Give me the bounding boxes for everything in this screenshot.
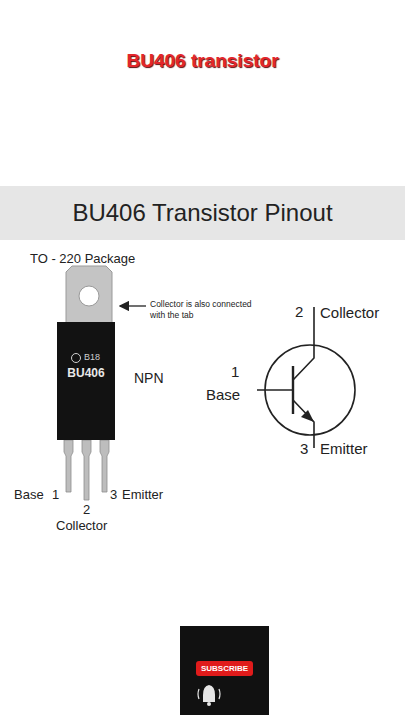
part-marking: BU406 (67, 367, 104, 381)
type-label: NPN (134, 370, 164, 386)
logo-square (180, 626, 269, 715)
pin-name: Collector (320, 304, 379, 321)
title-band: BU406 Transistor Pinout (0, 186, 405, 240)
bell-icon (203, 685, 215, 702)
pin-number: 1 (231, 363, 239, 380)
pin-name: Collector (56, 519, 107, 534)
marking-code: B18 (84, 352, 100, 362)
pin-number: 3 (110, 488, 117, 503)
bell-clapper (207, 702, 211, 706)
pin-number: 2 (295, 303, 303, 320)
pin-number: 2 (83, 503, 90, 518)
metal-tab (66, 266, 112, 324)
pin-name: Emitter (122, 488, 163, 503)
pin-name: Emitter (320, 440, 368, 457)
maker-logo (71, 353, 81, 363)
package-label: TO - 220 Package (30, 252, 135, 267)
band-heading: BU406 Transistor Pinout (72, 199, 332, 227)
pin-name: Base (206, 386, 240, 403)
subscribe-button: SUBSCRIBE (196, 661, 253, 676)
pin-number: 3 (300, 440, 308, 457)
mounting-hole (79, 286, 99, 306)
npn-symbol (257, 307, 355, 448)
emitter-arrow (301, 410, 314, 422)
pin-name: Base (14, 488, 44, 503)
transistor-body: B18BU406 (57, 322, 115, 440)
pin-number: 1 (52, 488, 59, 503)
leader-arrow (120, 305, 146, 306)
bell-waves (198, 689, 220, 699)
callout-note: Collector is also connected with the tab (150, 299, 260, 320)
transistor-leads (64, 440, 109, 500)
video-title: BU406 transistor (0, 50, 405, 72)
subscribe-text: SUBSCRIBE (201, 664, 248, 673)
